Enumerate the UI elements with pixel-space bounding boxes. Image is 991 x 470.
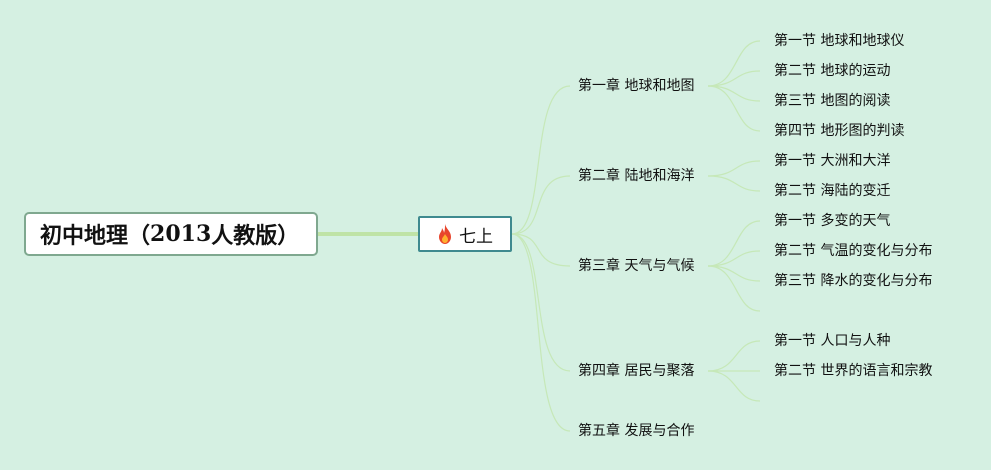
section-node[interactable]: 第一节 地球和地球仪 — [774, 33, 905, 49]
chapter-to-section-line — [707, 220, 761, 267]
grade-to-chapter-line — [511, 233, 571, 372]
chapter-to-section-line — [707, 265, 761, 282]
section-node[interactable]: 第一节 大洲和大洋 — [774, 153, 891, 169]
root-title-prefix: 初中地理（ — [40, 224, 151, 249]
section-node[interactable]: 第二节 地球的运动 — [774, 63, 891, 79]
section-node[interactable]: 第二节 海陆的变迁 — [774, 183, 891, 199]
section-node[interactable]: 第四节 地形图的判读 — [774, 123, 905, 139]
chapter-node[interactable]: 第二章 陆地和海洋 — [578, 168, 695, 184]
grade-to-chapter-line — [511, 175, 571, 235]
section-node[interactable]: 第三节 降水的变化与分布 — [774, 273, 933, 289]
grade-label: 七上 — [459, 226, 493, 247]
chapter-to-section-line — [707, 175, 761, 192]
chapter-to-section-line — [707, 70, 761, 87]
chapter-node[interactable]: 第五章 发展与合作 — [578, 423, 695, 439]
chapter-to-section-line — [707, 340, 761, 372]
chapter-to-section-line — [707, 85, 761, 102]
chapter-to-section-line — [707, 160, 761, 177]
chapter-to-section-line — [707, 250, 761, 267]
grade-to-chapter-line — [511, 85, 571, 235]
chapter-to-section-line — [707, 40, 761, 87]
section-node[interactable]: 第三节 地图的阅读 — [774, 93, 891, 109]
section-node[interactable]: 第一节 多变的天气 — [774, 213, 891, 229]
fire-icon — [439, 224, 451, 244]
root-title-year: 2013 — [150, 221, 212, 247]
section-node[interactable]: 第二节 世界的语言和宗教 — [774, 363, 933, 379]
chapter-to-section-line — [707, 370, 761, 402]
chapter-node[interactable]: 第一章 地球和地图 — [578, 78, 695, 94]
grade-to-chapter-line — [511, 233, 571, 267]
root-title-suffix: 人教版） — [211, 224, 300, 249]
section-node[interactable]: 第一节 人口与人种 — [774, 333, 891, 349]
chapter-node[interactable]: 第四章 居民与聚落 — [578, 363, 695, 379]
chapter-node[interactable]: 第三章 天气与气候 — [578, 258, 695, 274]
chapter-to-section-line — [707, 265, 761, 312]
chapter-to-section-line — [707, 85, 761, 132]
grade-to-chapter-line — [511, 233, 571, 432]
grade-node[interactable]: 七上 — [418, 216, 512, 252]
section-node[interactable]: 第二节 气温的变化与分布 — [774, 243, 933, 259]
